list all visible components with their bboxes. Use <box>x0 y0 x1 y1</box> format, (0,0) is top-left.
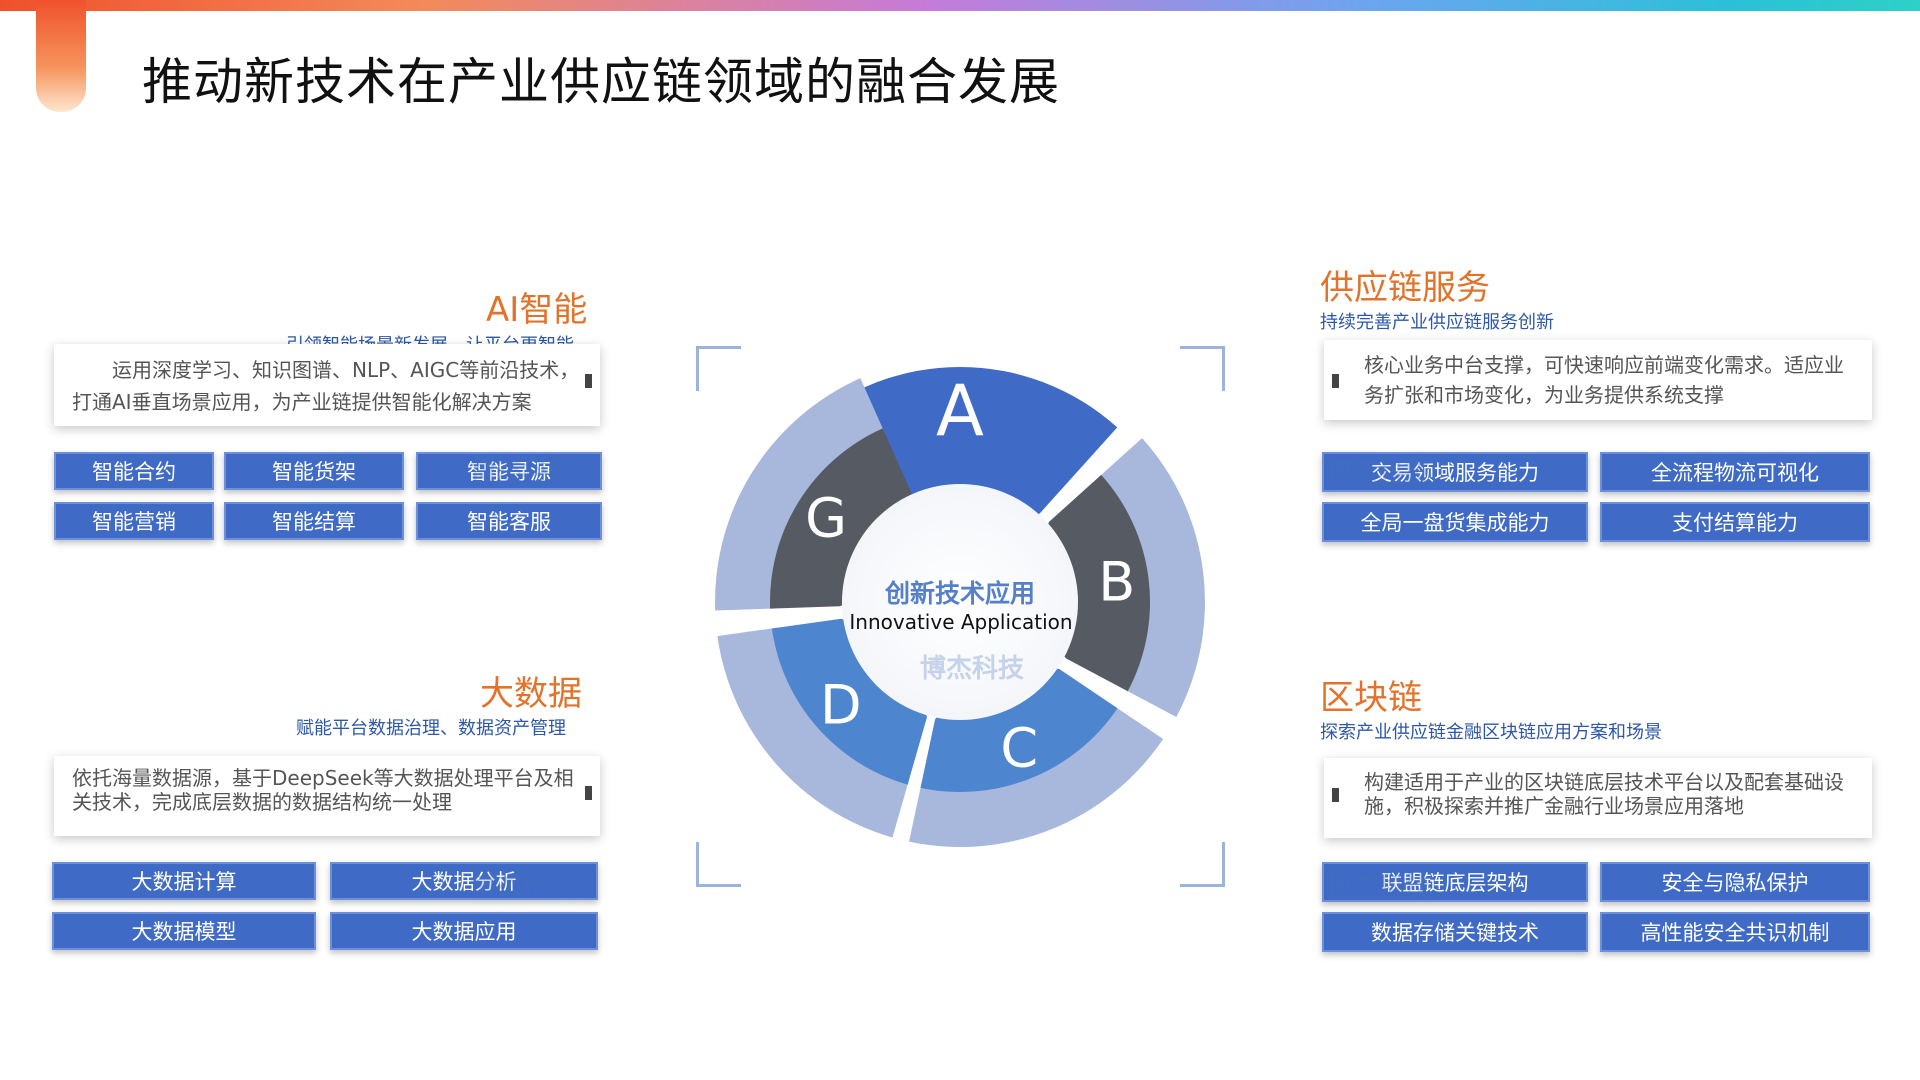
watermark-text: 博杰科技 <box>470 456 575 486</box>
watermark-text: 博杰科技 <box>1326 872 1431 902</box>
supply-tag-logistics-visual[interactable]: 全流程物流可视化 <box>1600 452 1870 492</box>
supply-tag-trade-service[interactable]: 交易领域服务能力 <box>1322 452 1588 492</box>
frame-corner-top-left <box>696 346 741 391</box>
bigdata-description-text: 依托海量数据源，基于DeepSeek等大数据处理平台及相关技术，完成底层数据的数… <box>72 766 574 814</box>
supply-description-text: 核心业务中台支撑，可快速响应前端变化需求。适应业务扩张和市场变化，为业务提供系统… <box>1364 353 1844 407</box>
ai-description: 运用深度学习、知识图谱、NLP、AIGC等前沿技术，打通AI垂直场景应用，为产业… <box>54 344 600 426</box>
cycle-ring <box>715 367 1205 847</box>
ai-tag-smart-shelf[interactable]: 智能货架 <box>224 452 404 490</box>
frame-corner-bottom-right <box>1180 842 1225 887</box>
page-title: 推动新技术在产业供应链领域的融合发展 <box>142 53 1060 111</box>
ai-tag-smart-marketing[interactable]: 智能营销 <box>54 502 214 540</box>
blockchain-description-marker <box>1332 788 1339 802</box>
center-circle <box>842 484 1078 720</box>
watermark-text: 博杰科技 <box>470 872 575 902</box>
blockchain-section-title: 区块链 <box>1320 678 1422 718</box>
ai-tag-smart-service[interactable]: 智能客服 <box>416 502 602 540</box>
bigdata-section-title: 大数据 <box>480 674 582 714</box>
blockchain-tag-storage[interactable]: 数据存储关键技术 <box>1322 912 1588 952</box>
supply-description: 核心业务中台支撑，可快速响应前端变化需求。适应业务扩张和市场变化，为业务提供系统… <box>1324 340 1872 420</box>
cycle-labels: A B C D G <box>805 370 1135 779</box>
ai-tag-smart-settlement[interactable]: 智能结算 <box>224 502 404 540</box>
supply-tag-payment-settlement[interactable]: 支付结算能力 <box>1600 502 1870 542</box>
center-title-cn: 创新技术应用 <box>884 579 1035 608</box>
watermark-text: 博杰科技 <box>1326 458 1431 488</box>
ai-description-marker <box>585 374 592 388</box>
center-title-en: Innovative Application <box>849 610 1073 634</box>
frame-corner-top-right <box>1180 346 1225 391</box>
innovation-cycle-diagram: A B C D G <box>715 367 1205 847</box>
segment-a-label: A <box>936 370 984 452</box>
blockchain-tag-consortium[interactable]: 联盟链底层架构 <box>1322 862 1588 902</box>
segment-d-label: D <box>820 674 862 737</box>
bigdata-description-marker <box>585 786 592 800</box>
bigdata-tag-analysis[interactable]: 大数据分析 <box>330 862 598 900</box>
bigdata-tag-compute[interactable]: 大数据计算 <box>52 862 316 900</box>
blockchain-description-text: 构建适用于产业的区块链底层技术平台以及配套基础设施，积极探索并推广金融行业场景应… <box>1364 770 1844 818</box>
corner-accent <box>36 0 86 112</box>
segment-b-label: B <box>1098 551 1135 614</box>
bigdata-tag-model[interactable]: 大数据模型 <box>52 912 316 950</box>
frame-corner-bottom-left <box>696 842 741 887</box>
ai-description-text: 运用深度学习、知识图谱、NLP、AIGC等前沿技术，打通AI垂直场景应用，为产业… <box>72 358 580 414</box>
blockchain-section-subtitle: 探索产业供应链金融区块链应用方案和场景 <box>1320 722 1662 743</box>
supply-section-subtitle: 持续完善产业供应链服务创新 <box>1320 312 1554 333</box>
supply-tag-inventory-integration[interactable]: 全局一盘货集成能力 <box>1322 502 1588 542</box>
ai-section-title: AI智能 <box>486 290 588 330</box>
supply-description-marker <box>1332 374 1339 388</box>
segment-g-label: G <box>805 486 847 549</box>
top-gradient-bar <box>0 0 1920 11</box>
watermark-text: 博杰科技 <box>920 654 1025 684</box>
segment-c-label: C <box>1000 716 1038 779</box>
bigdata-tag-application[interactable]: 大数据应用 <box>330 912 598 950</box>
bigdata-description: 依托海量数据源，基于DeepSeek等大数据处理平台及相关技术，完成底层数据的数… <box>54 756 600 836</box>
blockchain-tag-consensus[interactable]: 高性能安全共识机制 <box>1600 912 1870 952</box>
segment-a-pointer <box>950 476 970 490</box>
ai-tag-smart-sourcing[interactable]: 智能寻源 <box>416 452 602 490</box>
blockchain-tag-security-privacy[interactable]: 安全与隐私保护 <box>1600 862 1870 902</box>
blockchain-description: 构建适用于产业的区块链底层技术平台以及配套基础设施，积极探索并推广金融行业场景应… <box>1324 758 1872 838</box>
supply-section-title: 供应链服务 <box>1320 268 1490 308</box>
ai-tag-smart-contract[interactable]: 智能合约 <box>54 452 214 490</box>
bigdata-section-subtitle: 赋能平台数据治理、数据资产管理 <box>296 718 566 739</box>
